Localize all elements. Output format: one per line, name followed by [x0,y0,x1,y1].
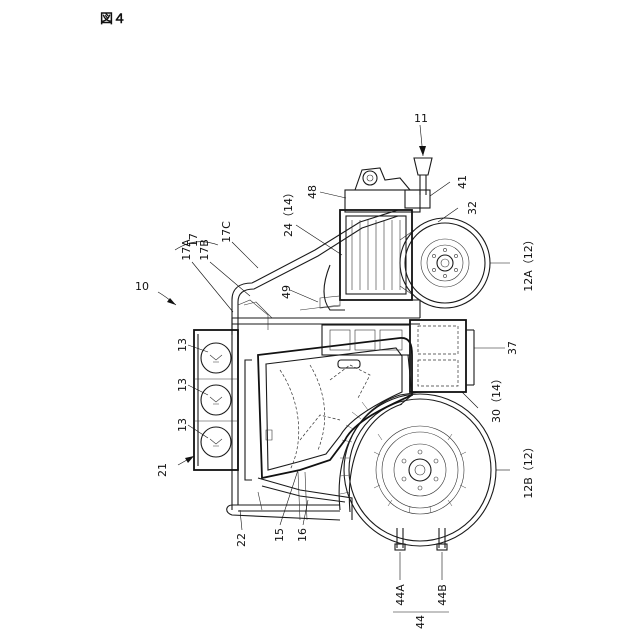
label-12a: 12A（12） [522,234,535,292]
leader-lines [158,125,510,612]
label-13a: 13 [176,338,189,352]
label-37: 37 [506,341,519,355]
label-41: 41 [456,175,469,189]
label-17b: 17B [198,239,211,261]
label-22: 22 [235,533,248,547]
label-13b: 13 [176,378,189,392]
label-21: 21 [156,463,169,477]
label-17c: 17C [220,221,233,243]
label-32: 32 [466,201,479,215]
label-44a: 44A [394,584,407,606]
label-30: 30（14） [490,373,503,423]
figure-title: 図４ [100,8,126,27]
control-block-30 [322,320,474,405]
reference-labels: 10 11 12A（12） 12B（12） 13 13 13 15 16 17 … [135,112,535,629]
label-24: 24（14） [282,187,295,237]
wheel-12a [400,218,490,308]
pipe-frame-17 [227,210,420,520]
nozzles-44 [395,528,447,550]
label-12b: 12B（12） [522,441,535,499]
label-15: 15 [273,528,286,542]
label-44b: 44B [436,584,449,606]
label-48: 48 [306,185,319,199]
label-44: 44 [414,615,427,629]
label-17a: 17A [180,239,193,261]
seat-area [245,338,412,520]
label-16: 16 [296,528,309,542]
label-49: 49 [280,285,293,299]
label-13c: 13 [176,418,189,432]
label-11: 11 [414,112,428,125]
label-10: 10 [135,280,149,293]
engine-block-24 [300,158,432,318]
wheel-12b [339,392,496,546]
battery-panel-21 [194,330,238,470]
